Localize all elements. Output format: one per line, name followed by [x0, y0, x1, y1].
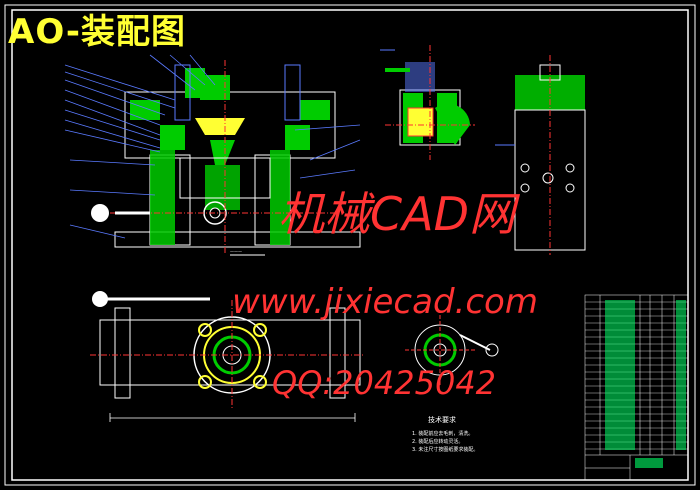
outer-border [4, 4, 696, 486]
title-block-name [635, 458, 663, 468]
front-section-view: ——— [91, 60, 361, 256]
technical-requirements-heading: 技术要求 [428, 416, 456, 424]
watermark-qq: QQ:20425042 [272, 364, 497, 402]
parts-list-rows [585, 301, 688, 450]
drawing-title: AO-装配图 [8, 12, 186, 52]
technical-requirement-item: 2. 装配后应转动灵活。 [412, 439, 464, 445]
part-leader-lines [64, 54, 361, 239]
technical-requirement-item: 1. 装配前应去毛刺，清洗。 [412, 431, 474, 437]
watermark-brand: 机械CAD网 [278, 187, 516, 241]
plan-view [90, 291, 365, 422]
parts-list-table [584, 294, 689, 481]
technical-requirement-item: 3. 未注尺寸按图纸要求装配。 [412, 447, 479, 453]
section-aa-view [380, 45, 475, 160]
svg-text:———: ——— [230, 249, 242, 254]
side-view [495, 55, 586, 255]
drawing-frame [11, 9, 689, 481]
parts-list-text-fill-right [676, 300, 686, 450]
parts-list-text-fill [605, 300, 635, 450]
detail-view [405, 315, 499, 385]
watermark-url: www.jixiecad.com [232, 282, 538, 322]
